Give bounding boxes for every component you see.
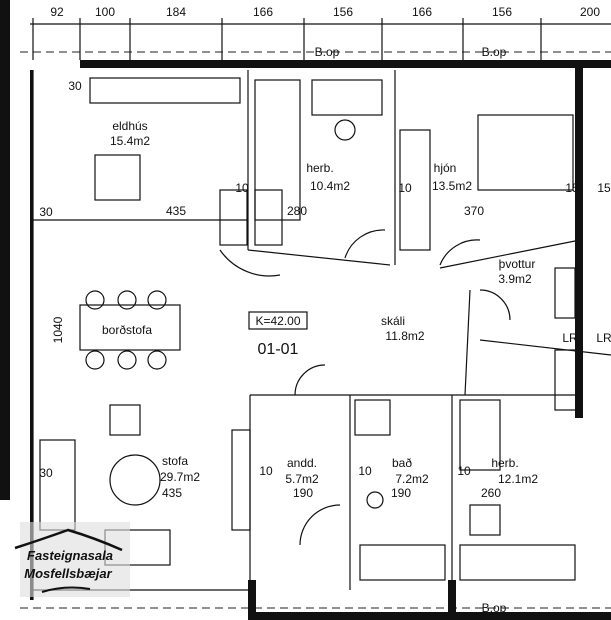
dim-label: 15 [597,181,611,195]
dim-top-7: 200 [580,5,600,19]
room-name: þvottur [499,257,536,271]
unit-code: 01-01 [258,341,299,358]
room-name: stofa [162,454,188,468]
ceiling-height-label: K=42.00 [255,314,300,328]
dim-label: 30 [68,79,82,93]
dim-label: 435 [162,486,182,500]
dim-label: 370 [464,204,484,218]
dim-label: 190 [391,486,411,500]
room-area: 7.2m2 [395,472,429,486]
window-label: B.op [315,45,340,59]
dim-top-0: 92 [50,5,64,19]
room-name: eldhús [112,119,147,133]
dim-label: 30 [39,205,53,219]
top-dimension-line [20,18,611,609]
room-name: bað [392,456,412,470]
room-area: 3.9m2 [498,272,532,286]
dim-top-5: 166 [412,5,432,19]
lr-label: LR [596,331,611,345]
room-name: herb. [491,456,518,470]
svg-text:Fasteignasala: Fasteignasala [27,548,113,563]
room-area: 10.4m2 [310,179,350,193]
room-area: 5.7m2 [285,472,319,486]
room-area: 29.7m2 [160,470,200,484]
dim-label: 10 [259,464,273,478]
room-name: andd. [287,456,317,470]
room-area: 13.5m2 [432,179,472,193]
dim-label: 30 [39,466,53,480]
room-area: 12.1m2 [498,472,538,486]
room-name: hjón [434,161,457,175]
dim-label: 190 [293,486,313,500]
window-label: B.op [482,601,507,615]
dim-label: 15 [565,181,579,195]
room-area: 11.8m2 [385,329,424,343]
agency-logo: Fasteignasala Mosfellsbæjar [14,522,130,597]
dim-label: 10 [358,464,372,478]
window-label: B.op [482,45,507,59]
lr-label: LR [562,331,578,345]
dim-top-6: 156 [492,5,512,19]
room-name: herb. [306,161,333,175]
dim-label: 280 [287,204,307,218]
dim-top-2: 184 [166,5,186,19]
dim-top-1: 100 [95,5,115,19]
svg-text:Mosfellsbæjar: Mosfellsbæjar [24,566,112,581]
dim-label: 435 [166,204,186,218]
dim-top-3: 166 [253,5,273,19]
dim-label: 1040 [51,316,65,343]
dim-label: 10 [457,464,471,478]
room-name: borðstofa [102,323,152,337]
dim-label: 10 [235,181,249,195]
dim-top-4: 156 [333,5,353,19]
room-name: skáli [381,314,405,328]
room-area: 15.4m2 [110,134,150,148]
dim-label: 260 [481,486,501,500]
dim-label: 10 [398,181,412,195]
